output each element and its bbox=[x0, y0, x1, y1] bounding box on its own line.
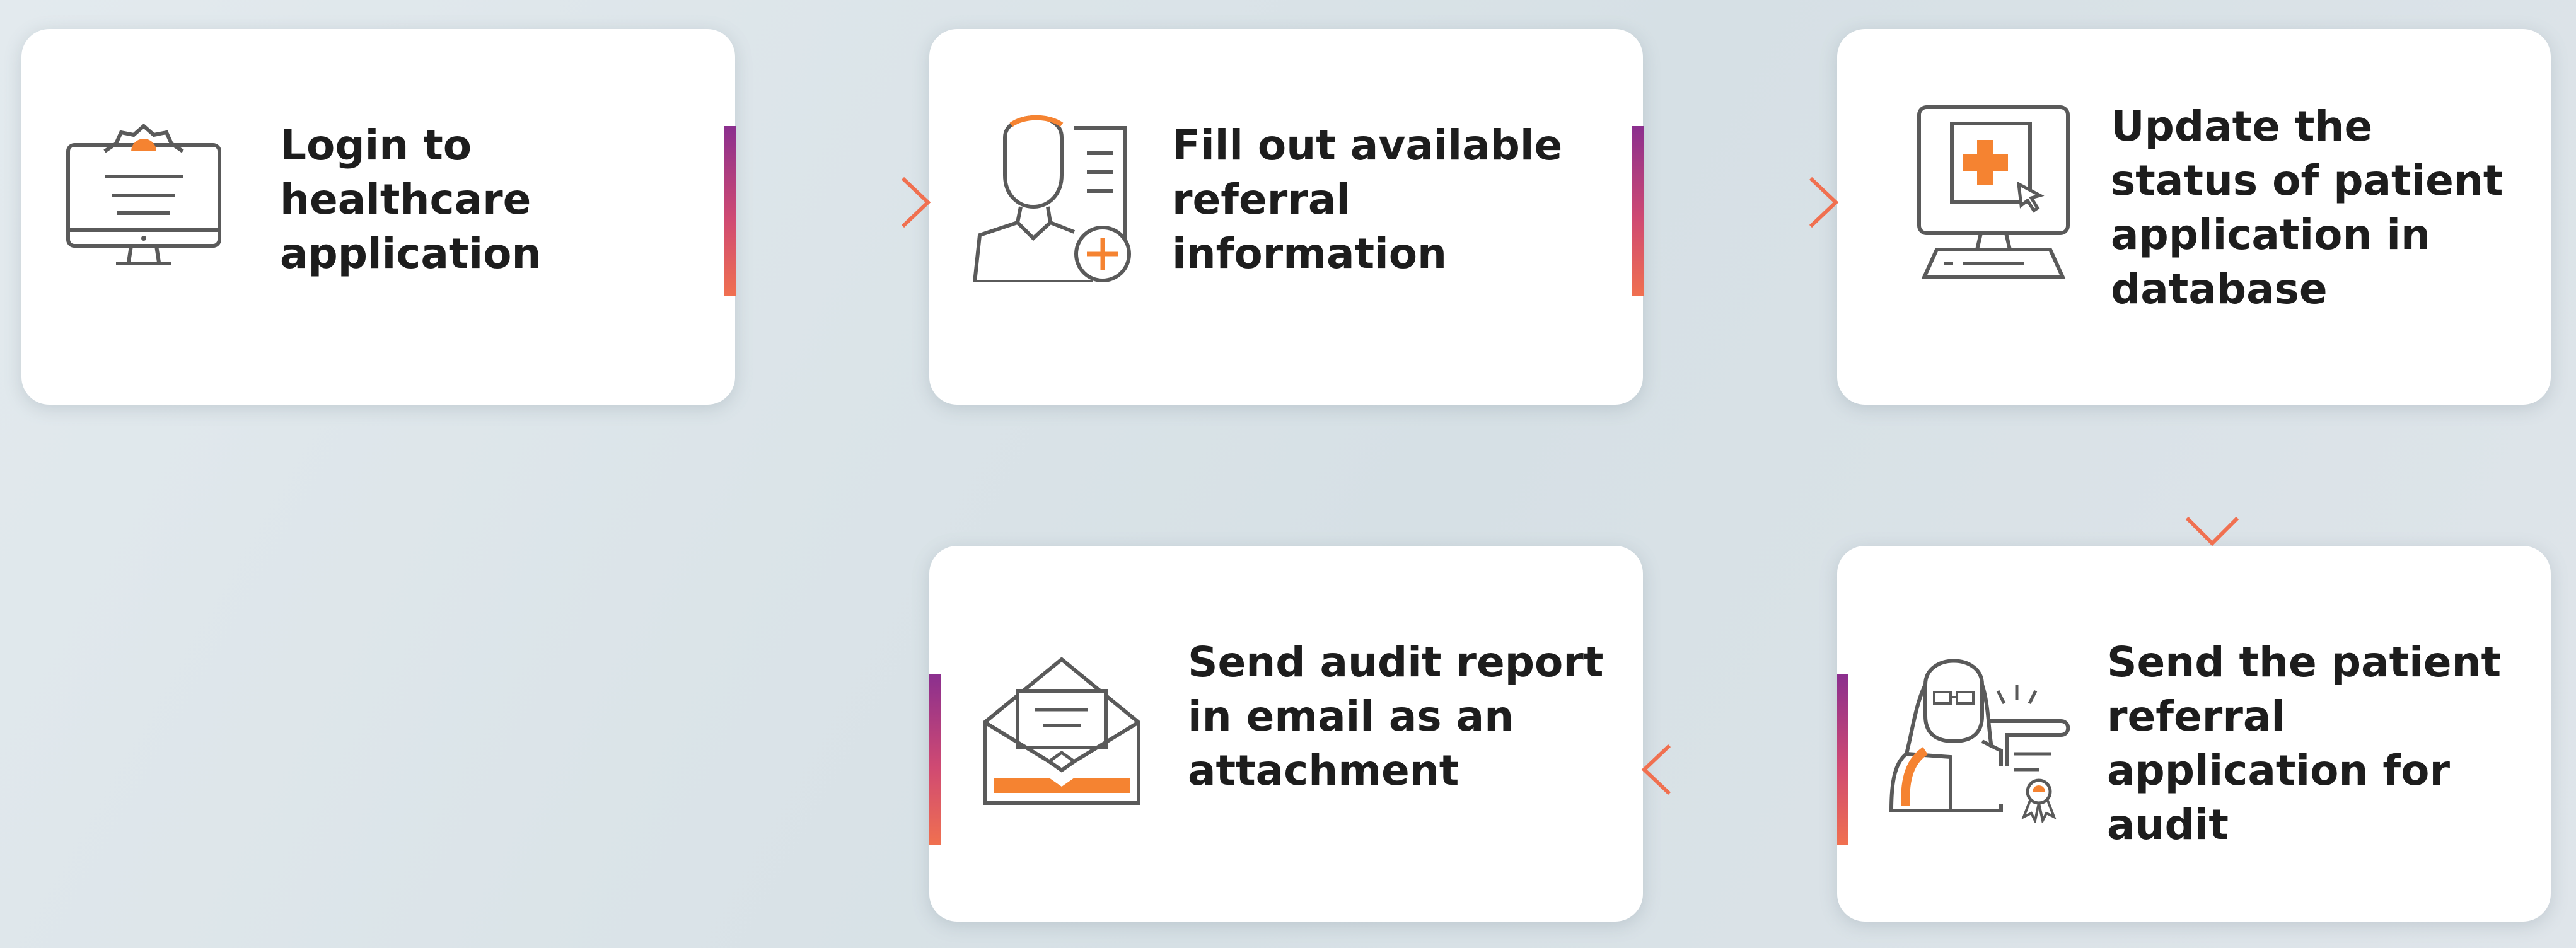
connector-tail-bar bbox=[1837, 674, 1848, 845]
step-label-update-status: Update the status of patient application… bbox=[2111, 102, 2503, 313]
doctor-document-add-icon bbox=[973, 115, 1131, 282]
arrow-step2-to-step3 bbox=[1643, 176, 1839, 228]
computer-medical-cross-icon bbox=[1917, 105, 2070, 279]
arrow-step1-to-step2 bbox=[735, 176, 931, 228]
step-label-email-report: Send audit report in email as an attachm… bbox=[1188, 638, 1604, 795]
step-label-login: Login to healthcare application bbox=[280, 121, 542, 278]
step-card-login: Login to healthcare application bbox=[21, 29, 735, 405]
step-card-email-report: Send audit report in email as an attachm… bbox=[929, 546, 1643, 922]
connector-tail-bar bbox=[1632, 126, 1644, 296]
step-card-fill-referral: Fill out available referral information bbox=[929, 29, 1643, 405]
arrow-step3-to-step4 bbox=[2185, 405, 2239, 546]
open-envelope-icon bbox=[983, 657, 1140, 805]
monitor-settings-icon bbox=[66, 124, 221, 265]
connector-tail-bar bbox=[724, 126, 736, 296]
connector-tail-bar bbox=[929, 674, 941, 845]
doctor-certificate-icon bbox=[1889, 659, 2070, 823]
step-label-fill-referral: Fill out available referral information bbox=[1172, 121, 1563, 278]
step-card-update-status: Update the status of patient application… bbox=[1837, 29, 2551, 405]
step-card-send-audit: Send the patient referral application fo… bbox=[1837, 546, 2551, 922]
step-label-send-audit: Send the patient referral application fo… bbox=[2107, 638, 2502, 849]
arrow-step4-to-step5 bbox=[1641, 744, 1836, 795]
